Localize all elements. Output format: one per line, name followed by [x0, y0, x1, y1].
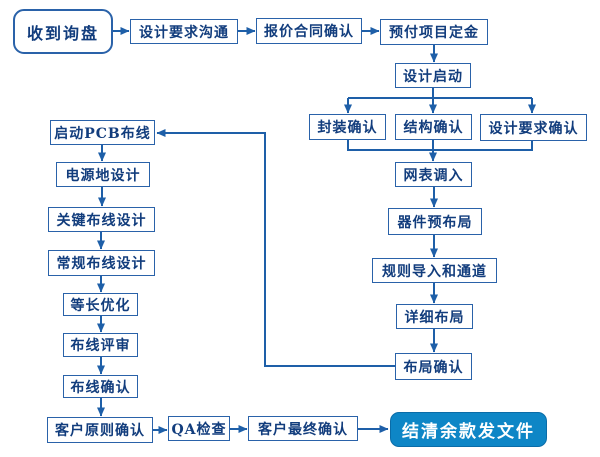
flow-node-layout-confirm: 布局确认: [395, 353, 472, 380]
flow-node-rule-import-channel: 规则导入和通道: [372, 258, 497, 283]
flow-node-package-confirm: 封装确认: [309, 114, 386, 140]
flow-node-settle-payment-deliver: 结清余款发文件: [390, 412, 547, 447]
flow-node-prepay-deposit: 预付项目定金: [380, 19, 488, 45]
flow-node-customer-final-confirm: 客户最终确认: [248, 416, 358, 441]
flow-node-quote-contract-confirm: 报价合同确认: [256, 18, 362, 44]
flow-node-detailed-layout: 详细布局: [396, 304, 473, 329]
flow-node-component-prelayout: 器件预布局: [388, 208, 482, 235]
flow-node-design-requirement-comm: 设计要求沟通: [130, 19, 238, 44]
flow-node-routing-review: 布线评审: [63, 333, 138, 357]
flow-node-design-start: 设计启动: [395, 63, 471, 88]
flow-node-routing-confirm: 布线确认: [63, 375, 138, 398]
connector-layoutconfirm-to-routing: [156, 129, 395, 367]
flow-node-general-routing-design: 常规布线设计: [48, 250, 155, 276]
flow-node-critical-routing-design: 关键布线设计: [48, 207, 155, 232]
flow-node-customer-principle-confirm: 客户原则确认: [47, 417, 153, 443]
flow-node-receive-inquiry: 收到询盘: [13, 9, 113, 54]
flow-node-qa-check: QA检查: [168, 416, 230, 441]
connector-merge-rail: [347, 140, 533, 151]
connector-branch-rail: [348, 88, 532, 99]
flow-node-length-matching: 等长优化: [63, 293, 138, 316]
flow-node-design-requirement-confirm: 设计要求确认: [480, 114, 587, 141]
flow-node-start-pcb-routing: 启动PCB布线: [50, 120, 155, 145]
flow-node-netlist-import: 网表调入: [395, 162, 472, 187]
flow-node-power-ground-design: 电源地设计: [56, 162, 150, 187]
flow-node-structure-confirm: 结构确认: [395, 114, 472, 140]
